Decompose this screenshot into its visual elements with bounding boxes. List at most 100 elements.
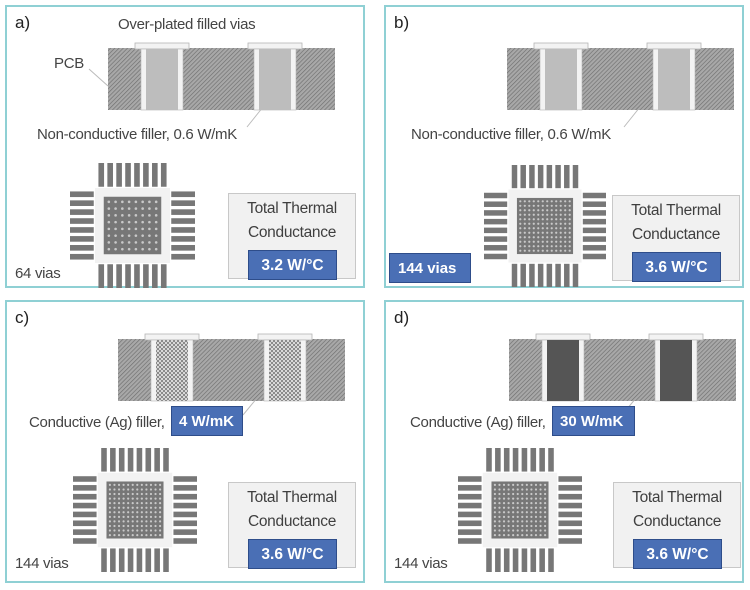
thermal-via: [493, 520, 497, 523]
thermal-via: [502, 511, 506, 514]
thermal-via: [121, 241, 124, 244]
conductance-value: 3.6 W/°C: [633, 539, 722, 569]
thermal-via: [154, 497, 157, 500]
lead-left: [484, 245, 508, 251]
thermal-via: [543, 506, 547, 509]
thermal-via: [140, 483, 143, 487]
thermal-via: [122, 520, 125, 523]
thermal-via: [107, 227, 111, 231]
thermal-via: [528, 240, 531, 243]
thermal-via: [158, 520, 162, 523]
lead-left: [70, 253, 94, 260]
thermal-via: [568, 200, 571, 203]
lead-bottom: [530, 548, 537, 572]
thermal-via: [523, 249, 526, 252]
pcb-cross-section: [509, 333, 736, 402]
thermal-via: [502, 520, 506, 523]
filler-value-badge: 30 W/mK: [552, 406, 635, 436]
lead-left: [458, 520, 482, 527]
thermal-via: [550, 227, 553, 230]
thermal-via: [502, 502, 506, 505]
thermal-via: [108, 492, 112, 496]
thermal-via: [507, 502, 510, 505]
thermal-via: [154, 220, 158, 224]
lead-left: [484, 218, 508, 225]
thermal-via: [541, 249, 544, 252]
via-filler: [259, 49, 291, 110]
lead-top: [101, 448, 107, 472]
thermal-via: [568, 249, 571, 252]
thermal-via: [539, 511, 542, 514]
thermal-via: [543, 533, 547, 537]
thermal-via: [521, 533, 524, 537]
conductance-box: Total Thermal Conductance 3.2 W/°C: [228, 193, 356, 280]
thermal-via: [498, 524, 501, 528]
thermal-via: [131, 483, 134, 487]
thermal-via: [546, 200, 549, 203]
thermal-via: [114, 241, 117, 244]
thermal-via: [537, 245, 540, 248]
thermal-via: [108, 533, 112, 537]
thermal-via: [546, 231, 549, 234]
thermal-via: [113, 488, 116, 491]
lead-top: [572, 165, 579, 189]
thermal-via: [117, 529, 121, 532]
thermal-via: [141, 200, 144, 204]
thermal-via: [521, 488, 524, 491]
thermal-via: [154, 483, 157, 487]
thermal-via: [539, 515, 542, 518]
thermal-via: [525, 492, 528, 496]
thermal-via: [493, 497, 497, 500]
thermal-via: [141, 227, 144, 231]
thermal-via: [530, 520, 533, 523]
thermal-via: [148, 247, 151, 251]
pcb-label: PCB: [54, 55, 84, 72]
lead-right: [558, 476, 582, 482]
thermal-via: [158, 529, 162, 532]
thermal-via: [141, 234, 144, 237]
lead-top: [125, 163, 131, 187]
thermal-via: [568, 204, 571, 207]
filler-label: Conductive (Ag) filler,: [410, 414, 546, 431]
lead-left: [458, 538, 482, 544]
thermal-via: [154, 506, 157, 509]
thermal-via: [564, 204, 567, 207]
thermal-via: [122, 529, 125, 532]
lead-top: [145, 448, 152, 472]
thermal-via: [546, 204, 549, 207]
lead-top: [564, 165, 570, 189]
lead-bottom: [154, 548, 160, 572]
thermal-via: [149, 497, 153, 500]
lead-right: [173, 538, 197, 544]
thermal-via: [498, 492, 501, 496]
thermal-via: [131, 515, 134, 518]
thermal-via: [568, 213, 571, 216]
thermal-via: [532, 200, 535, 203]
thermal-via: [154, 520, 157, 523]
thermal-via: [114, 220, 117, 224]
thermal-via: [141, 214, 144, 217]
lead-right: [558, 485, 582, 491]
thermal-via: [530, 492, 533, 496]
lead-top: [530, 448, 537, 472]
thermal-via: [502, 492, 506, 496]
lead-top: [116, 163, 122, 187]
thermal-via: [502, 483, 506, 487]
thermal-via: [498, 506, 501, 509]
thermal-via: [507, 520, 510, 523]
thermal-via: [532, 236, 535, 239]
lead-right: [171, 253, 195, 260]
ic-package: [70, 163, 195, 288]
thermal-via: [537, 231, 540, 234]
thermal-via: [564, 249, 567, 252]
lead-right: [173, 476, 197, 482]
thermal-via: [541, 240, 544, 243]
lead-bottom: [163, 548, 169, 572]
via-count-label: 64 vias: [15, 265, 61, 282]
thermal-via: [568, 236, 571, 239]
thermal-via: [550, 218, 553, 221]
thermal-via: [564, 236, 567, 239]
thermal-via: [555, 218, 558, 221]
thermal-via: [537, 218, 540, 221]
thermal-via: [145, 520, 148, 523]
